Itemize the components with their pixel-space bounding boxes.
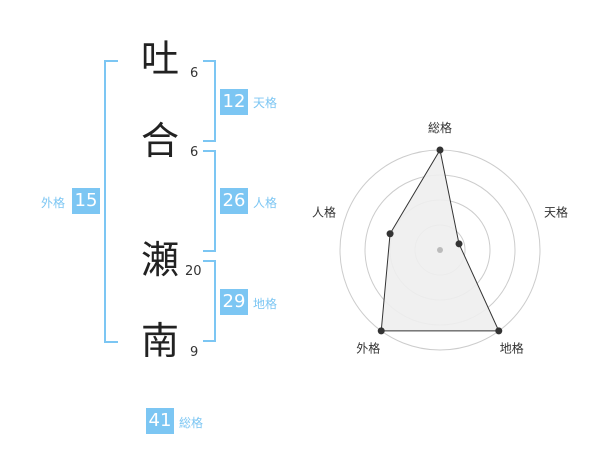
radar-point-3 bbox=[495, 327, 503, 335]
radar-point-1 bbox=[436, 146, 444, 154]
radar-axis-label-4: 外格 bbox=[356, 341, 380, 356]
radar-area bbox=[380, 148, 500, 332]
stroke-count-3: 20 bbox=[185, 264, 202, 279]
chikaku-badge: 29 bbox=[220, 289, 248, 315]
soukaku-label: 総格 bbox=[179, 416, 204, 430]
jinkaku-badge: 26 bbox=[220, 188, 248, 214]
radar-axis-label-2: 天格 bbox=[544, 204, 568, 219]
gaikaku-label: 外格 bbox=[41, 196, 66, 210]
gaikaku-badge: 15 bbox=[72, 188, 100, 214]
tenkaku-bracket bbox=[203, 60, 216, 142]
radar-center-dot bbox=[437, 247, 443, 253]
chikaku-label: 地格 bbox=[253, 297, 278, 311]
name-char-3: 瀬 bbox=[140, 238, 179, 282]
gaikaku-bracket bbox=[104, 60, 118, 343]
stroke-count-1: 6 bbox=[190, 66, 199, 81]
name-char-2: 合 bbox=[140, 119, 179, 163]
radar-point-5 bbox=[386, 230, 394, 238]
radar-axis-label-3: 地格 bbox=[500, 341, 524, 356]
chikaku-bracket bbox=[203, 260, 216, 342]
radar-point-2 bbox=[455, 240, 463, 248]
name-char-4: 南 bbox=[140, 319, 179, 363]
jinkaku-bracket bbox=[203, 150, 216, 252]
tenkaku-label: 天格 bbox=[253, 96, 278, 110]
radar-axis-label-5: 人格 bbox=[312, 204, 336, 219]
stroke-count-4: 9 bbox=[190, 345, 199, 360]
name-char-1: 吐 bbox=[140, 37, 179, 81]
jinkaku-label: 人格 bbox=[253, 196, 278, 210]
radar-axis-label-1: 総格 bbox=[428, 120, 452, 135]
radar-point-4 bbox=[377, 327, 385, 335]
soukaku-badge: 41 bbox=[146, 408, 174, 434]
stroke-count-2: 6 bbox=[190, 145, 199, 160]
tenkaku-badge: 12 bbox=[220, 89, 248, 115]
